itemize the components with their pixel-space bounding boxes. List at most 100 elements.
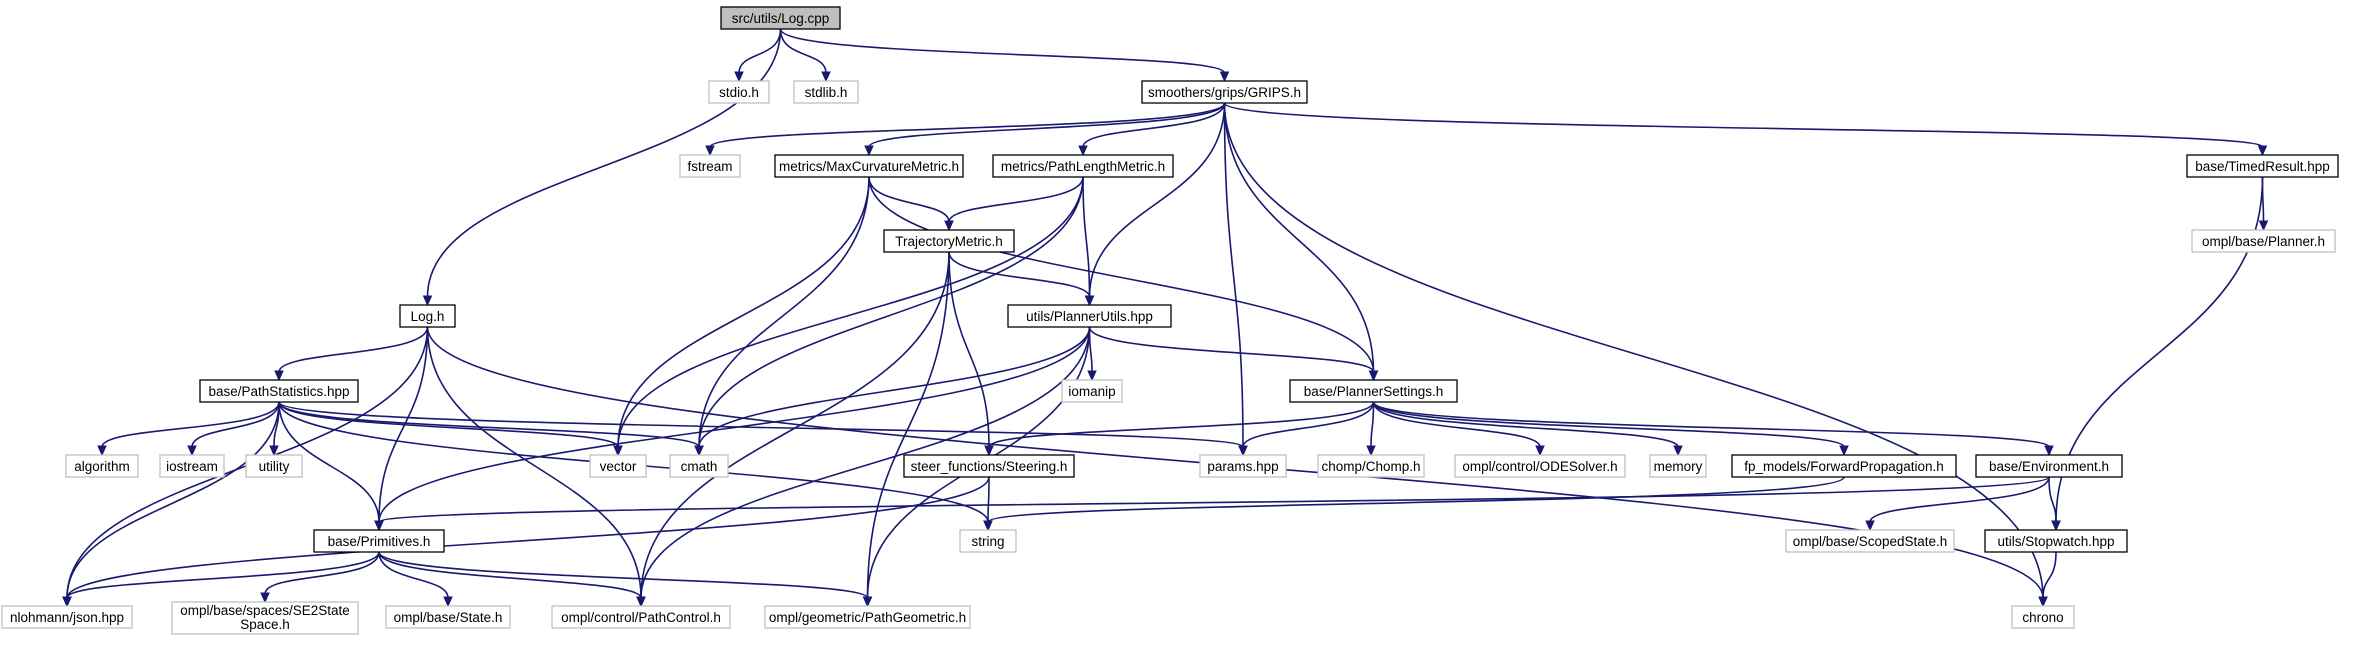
node-box xyxy=(2011,605,2075,629)
edge-arrowhead xyxy=(97,445,107,457)
node-trajmetric[interactable]: TrajectoryMetric.h xyxy=(883,229,1015,253)
node-label: string xyxy=(971,534,1004,549)
edge-line xyxy=(1223,102,2264,148)
edge-arrowhead xyxy=(2051,520,2061,532)
node-box xyxy=(199,379,359,403)
edge-line xyxy=(101,401,280,448)
edge-arrowhead xyxy=(1366,445,1376,457)
node-box xyxy=(1317,454,1425,478)
edge-arrowhead xyxy=(1535,445,1545,457)
node-label: ompl/base/State.h xyxy=(394,610,503,625)
edge-environment-to-scopedstate xyxy=(1865,476,2050,532)
node-environment[interactable]: base/Environment.h xyxy=(1975,454,2123,478)
edge-grips-to-maxcurv xyxy=(864,102,1226,157)
node-box xyxy=(774,154,964,178)
edge-trajmetric-to-plannerutils xyxy=(948,251,1095,307)
edge-line xyxy=(278,401,1244,448)
node-pathcontrol: ompl/control/PathControl.h xyxy=(551,605,731,629)
edge-line xyxy=(868,176,950,223)
node-json: nlohmann/json.hpp xyxy=(1,605,133,629)
edge-primitives-to-json xyxy=(62,551,380,608)
node-label: iomanip xyxy=(1068,384,1115,399)
edge-grips-to-pathlen xyxy=(1078,102,1226,157)
node-plannerutils[interactable]: utils/PlannerUtils.hpp xyxy=(1007,304,1172,328)
edge-arrowhead xyxy=(62,596,72,608)
node-pathlen[interactable]: metrics/PathLengthMetric.h xyxy=(992,154,1174,178)
edge-arrowhead xyxy=(2257,145,2268,157)
edge-line xyxy=(278,401,619,448)
node-pathstats[interactable]: base/PathStatistics.hpp xyxy=(199,379,359,403)
edge-line xyxy=(738,28,782,74)
edge-line xyxy=(378,326,429,523)
node-log_cpp[interactable]: src/utils/Log.cpp xyxy=(720,6,841,30)
edge-line xyxy=(698,326,1091,448)
node-vector: vector xyxy=(589,454,647,478)
edge-line xyxy=(378,551,449,599)
edge-line xyxy=(866,251,950,599)
node-steering[interactable]: steer_functions/Steering.h xyxy=(903,454,1075,478)
node-box xyxy=(2191,229,2336,253)
node-box xyxy=(959,529,1017,553)
edge-arrowhead xyxy=(821,71,831,83)
edge-log_cpp-to-stdio xyxy=(734,28,782,83)
node-stopwatch[interactable]: utils/Stopwatch.hpp xyxy=(1984,529,2128,553)
edge-arrowhead xyxy=(694,445,704,457)
edge-log_cpp-to-log_h xyxy=(422,28,782,307)
edge-log_cpp-to-grips xyxy=(779,28,1230,83)
edges-layer xyxy=(62,28,2269,608)
edge-line xyxy=(1242,401,1375,448)
node-box xyxy=(793,80,859,104)
edge-plannersettings-to-fwdprop xyxy=(1372,401,1849,457)
node-maxcurv[interactable]: metrics/MaxCurvatureMetric.h xyxy=(774,154,964,178)
edge-plannersettings-to-chomp xyxy=(1366,401,1376,457)
node-utility: utility xyxy=(245,454,303,478)
edge-line xyxy=(1088,102,1226,298)
edge-arrowhead xyxy=(1219,71,1230,83)
edge-primitives-to-state xyxy=(378,551,453,608)
edge-line xyxy=(1372,401,2050,448)
node-label: params.hpp xyxy=(1207,459,1278,474)
node-box xyxy=(2186,154,2339,178)
edge-line xyxy=(1372,401,1845,448)
node-log_h[interactable]: Log.h xyxy=(399,304,456,328)
edge-line xyxy=(278,401,380,523)
node-iostream: iostream xyxy=(159,454,225,478)
node-label: chomp/Chomp.h xyxy=(1321,459,1420,474)
node-grips[interactable]: smoothers/grips/GRIPS.h xyxy=(1141,80,1308,104)
node-fwdprop[interactable]: fp_models/ForwardPropagation.h xyxy=(1731,454,1957,478)
edge-pathstats-to-iostream xyxy=(187,401,280,457)
edge-grips-to-timedresult xyxy=(1223,102,2268,157)
edge-arrowhead xyxy=(734,71,744,83)
edge-line xyxy=(1223,102,1375,373)
node-plannersettings[interactable]: base/PlannerSettings.h xyxy=(1289,379,1458,403)
edge-arrowhead xyxy=(260,592,270,604)
node-iomanip: iomanip xyxy=(1061,379,1123,403)
node-label: algorithm xyxy=(74,459,130,474)
edge-line xyxy=(779,28,1226,74)
node-box xyxy=(1785,529,1955,553)
node-label: ompl/control/ODESolver.h xyxy=(1462,459,1617,474)
edge-log_h-to-primitives xyxy=(374,326,429,532)
node-box xyxy=(1,605,133,629)
node-label: ompl/base/Planner.h xyxy=(2202,234,2325,249)
node-label: utility xyxy=(259,459,290,474)
node-algorithm: algorithm xyxy=(65,454,139,478)
edge-line xyxy=(378,476,2050,523)
edge-arrowhead xyxy=(1865,520,1875,532)
edge-pathstats-to-json xyxy=(62,401,280,608)
edge-line xyxy=(1372,401,1541,448)
node-params: params.hpp xyxy=(1199,454,1287,478)
node-stdlib: stdlib.h xyxy=(793,80,859,104)
edge-line xyxy=(988,401,1375,448)
node-timedresult[interactable]: base/TimedResult.hpp xyxy=(2186,154,2339,178)
edge-arrowhead xyxy=(269,445,279,457)
node-primitives[interactable]: base/Primitives.h xyxy=(313,529,445,553)
edge-plannersettings-to-environment xyxy=(1372,401,2054,457)
node-planner: ompl/base/Planner.h xyxy=(2191,229,2336,253)
node-box xyxy=(159,454,225,478)
node-box xyxy=(679,154,741,178)
edge-line xyxy=(868,102,1226,148)
node-label: fstream xyxy=(687,159,732,174)
